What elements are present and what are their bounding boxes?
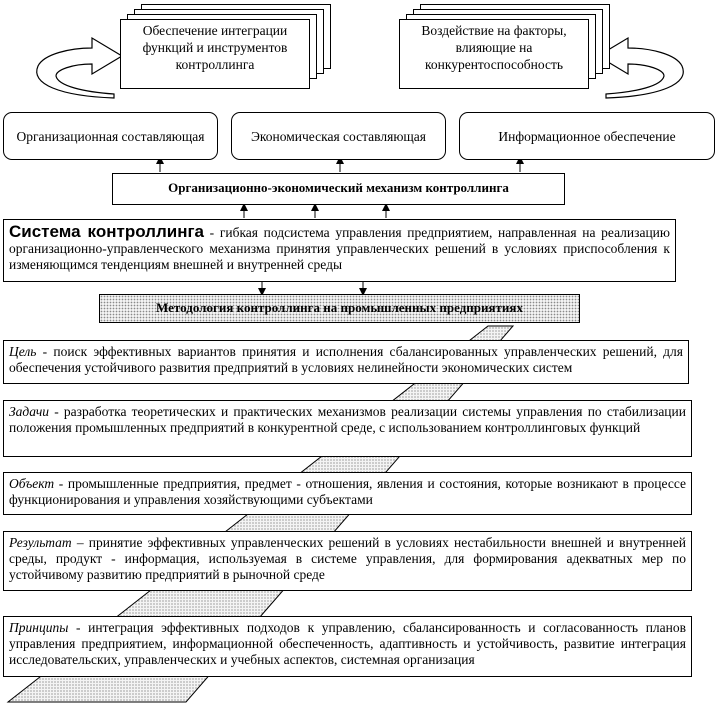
principles-term: Принципы — [9, 620, 69, 635]
tasks-box: Задачи - разработка теоретических и прак… — [3, 400, 692, 457]
principles-text: - интеграция эффективных подходов к упра… — [9, 620, 686, 667]
controlling-mechanism: Организационно-экономический механизм ко… — [112, 173, 565, 205]
controlling-system-text: - гибкая подсистема управления предприят… — [9, 225, 670, 272]
goal-text: - поиск эффективных вариантов принятия и… — [9, 344, 683, 375]
result-term: Результат — [9, 535, 72, 550]
goal-term: Цель — [9, 344, 37, 359]
goal-box: Цель - поиск эффективных вариантов приня… — [3, 340, 689, 384]
organizational-component-label: Организационная составляющая — [16, 128, 205, 144]
right-cycle-arrow — [596, 36, 684, 99]
controlling-system-heading: Система контроллинга — [9, 222, 205, 241]
methodology-title: Методология контроллинга на промышленных… — [99, 294, 580, 323]
controlling-system: Система контроллинга - гибкая подсистема… — [3, 219, 676, 282]
object-text: - промышленные предприятия, предмет - от… — [9, 476, 686, 507]
methodology-title-label: Методология контроллинга на промышленных… — [156, 300, 523, 315]
principles-box: Принципы - интеграция эффективных подход… — [3, 616, 692, 677]
competitiveness-doc: Воздействие на факторы, влияющие на конк… — [399, 19, 589, 89]
tasks-term: Задачи — [9, 404, 50, 419]
integration-doc: Обеспечение интеграции функций и инструм… — [120, 19, 310, 89]
information-component: Информационное обеспечение — [459, 112, 715, 160]
economic-component-label: Экономическая составляющая — [250, 128, 426, 144]
object-box: Объект - промышленные предприятия, предм… — [3, 472, 692, 515]
left-cycle-arrow — [36, 36, 124, 99]
controlling-mechanism-label: Организационно-экономический механизм ко… — [168, 180, 509, 195]
object-term: Объект — [9, 476, 55, 491]
result-box: Результат – принятие эффективных управле… — [3, 531, 692, 591]
information-component-label: Информационное обеспечение — [498, 128, 676, 144]
result-text: – принятие эффективных управленческих ре… — [9, 535, 686, 582]
organizational-component: Организационная составляющая — [3, 112, 218, 160]
competitiveness-doc-text: Воздействие на факторы, влияющие на конк… — [421, 23, 567, 72]
integration-doc-text: Обеспечение интеграции функций и инструм… — [142, 23, 288, 72]
tasks-text: - разработка теоретических и практически… — [9, 404, 686, 435]
economic-component: Экономическая составляющая — [231, 112, 446, 160]
